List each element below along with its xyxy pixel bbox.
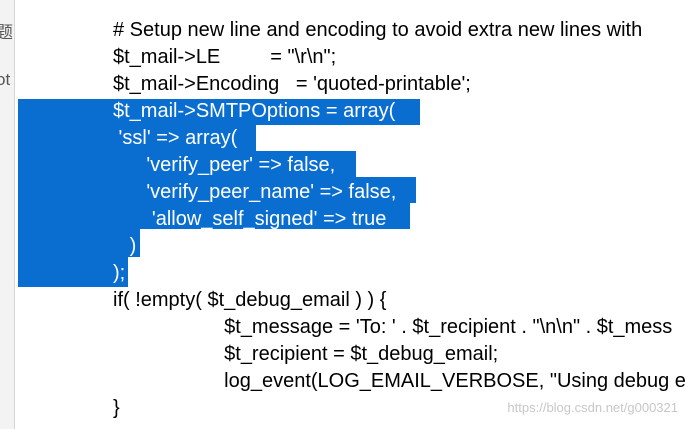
code-line[interactable]: $t_message = 'To: ' . $t_recipient . "\n… (113, 316, 673, 338)
selection-highlight-line-5 (18, 203, 410, 229)
code-line[interactable]: $t_recipient = $t_debug_email; (113, 343, 499, 365)
gutter-glyph-mid: ot (0, 70, 11, 89)
code-line[interactable]: if( !empty( $t_debug_email ) ) { (113, 289, 387, 311)
code-line[interactable]: ); (113, 262, 126, 284)
code-line[interactable]: $t_mail->Encoding = 'quoted-printable'; (113, 73, 471, 95)
code-line[interactable]: $t_mail->SMTPOptions = array( (113, 100, 396, 122)
code-line[interactable]: } (113, 397, 120, 419)
gutter-glyph-top: 题 (0, 23, 13, 42)
selection-highlight-line-4 (18, 177, 416, 203)
code-line[interactable]: log_event(LOG_EMAIL_VERBOSE, "Using debu… (113, 370, 686, 392)
code-line[interactable]: 'verify_peer_name' => false, (113, 181, 397, 203)
code-line[interactable]: ) (113, 235, 137, 257)
code-line[interactable]: # Setup new line and encoding to avoid e… (113, 19, 643, 41)
selection-highlight-line-7 (18, 257, 128, 287)
code-line[interactable]: 'ssl' => array( (113, 127, 238, 149)
watermark-url: https://blog.csdn.net/g000321 (507, 400, 678, 415)
selection-highlight-line-3 (18, 151, 356, 177)
selection-highlight-line-2 (18, 125, 256, 151)
code-line[interactable]: 'verify_peer' => false, (113, 154, 336, 176)
code-line[interactable]: 'allow_self_signed' => true (113, 208, 387, 230)
selection-highlight-line-1 (18, 99, 420, 125)
code-line[interactable]: $t_mail->LE = "\r\n"; (113, 46, 337, 68)
left-panel-edge: 题 ot (0, 0, 15, 429)
selection-highlight-line-6 (18, 229, 140, 257)
